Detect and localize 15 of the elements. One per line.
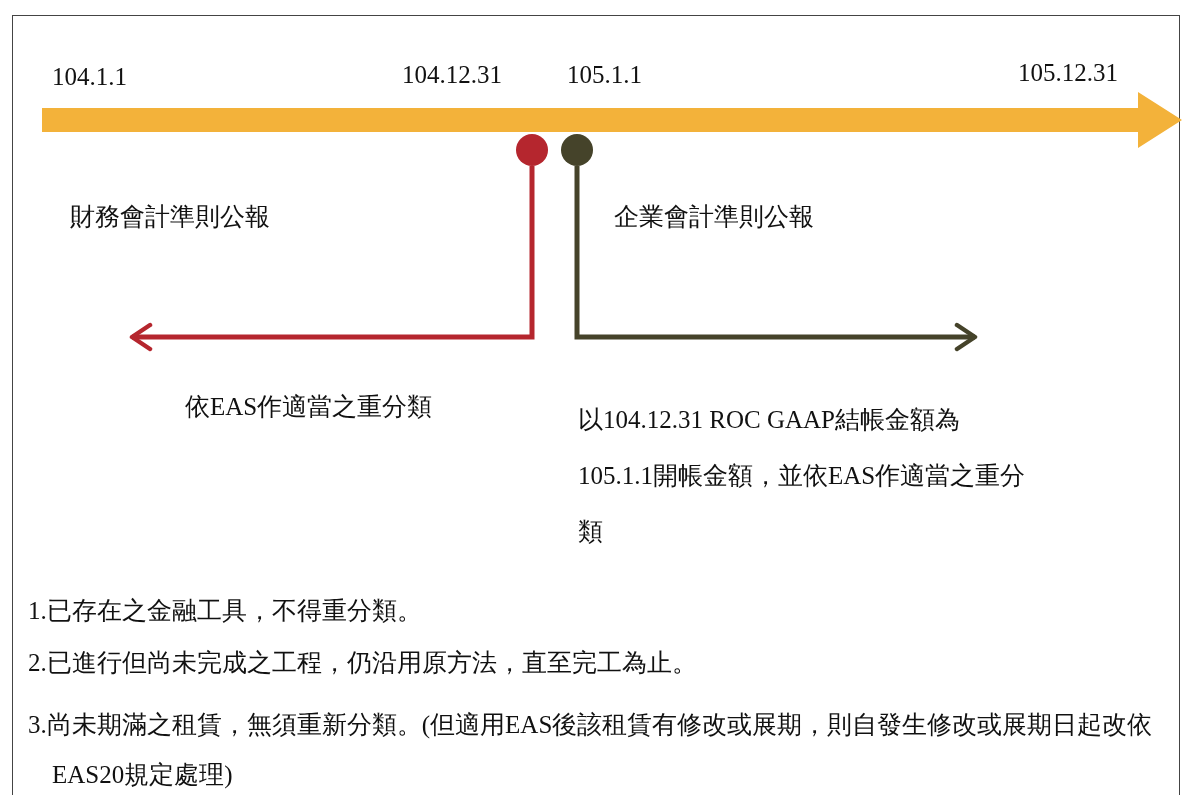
heading-text: 企業會計準則公報 [614,202,814,232]
heading-text: 財務會計準則公報 [70,202,270,232]
note-text: 3.尚未期滿之租賃，無須重新分類。(但適用EAS後該租賃有修改或展期，則自發生修改或展期日起改依EAS20規定處理) [28,710,1154,791]
date-label: 104.1.1 [52,62,127,92]
dot-marker [516,134,548,166]
date-label: 105.1.1 [567,60,642,90]
description-text: 依EAS作適當之重分類 [185,392,433,422]
dot-marker [561,134,593,166]
arrow [574,166,978,352]
note-text: 1.已存在之金融工具，不得重分類。 [28,596,422,626]
date-label: 104.12.31 [402,60,502,90]
description-text: 以104.12.31 ROC GAAP結帳金額為105.1.1開帳金額，並依EAS作適當之重分類 [578,405,1027,547]
note-text: 2.已進行但尚未完成之工程，仍沿用原方法，直至完工為止。 [28,648,697,678]
arrow [129,166,535,352]
date-label: 105.12.31 [1018,58,1118,88]
